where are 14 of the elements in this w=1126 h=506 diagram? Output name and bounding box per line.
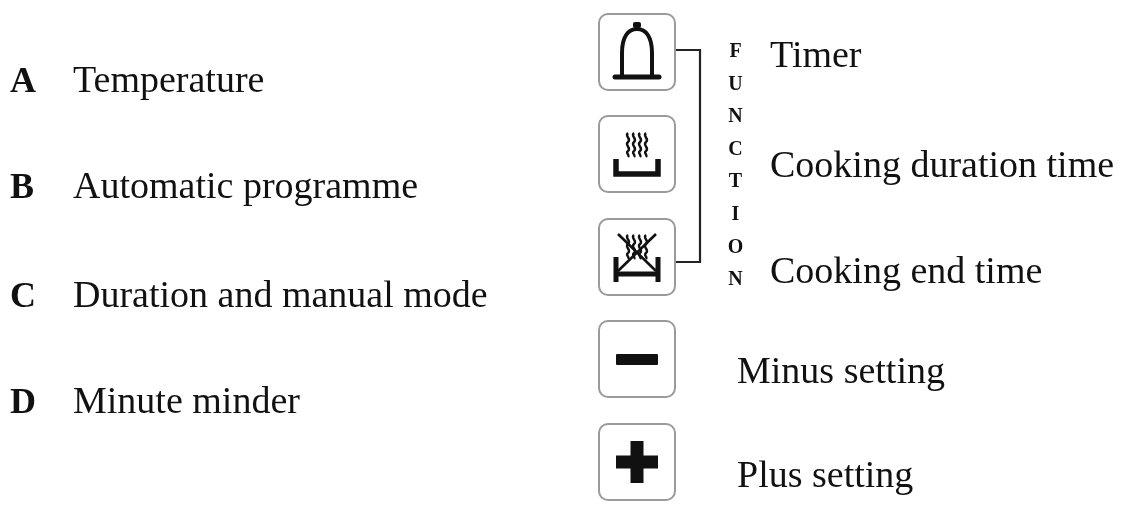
function-label: Plus setting: [737, 455, 914, 493]
callout-letter: A: [10, 62, 36, 98]
function-label: Cooking duration time: [770, 145, 1115, 183]
function-label: Timer: [770, 35, 862, 73]
item-label: Duration and manual mode: [73, 275, 488, 313]
vertical-label: FUNCTION: [727, 38, 744, 292]
item-label: Temperature: [73, 60, 265, 98]
callout-letter: B: [10, 168, 34, 204]
callout-letter: D: [10, 383, 36, 419]
callout-letter: C: [10, 277, 36, 313]
item-label: Minute minder: [73, 381, 300, 419]
item-label: Automatic programme: [73, 166, 419, 204]
function-label: Cooking end time: [770, 251, 1043, 289]
function-label: Minus setting: [737, 351, 945, 389]
